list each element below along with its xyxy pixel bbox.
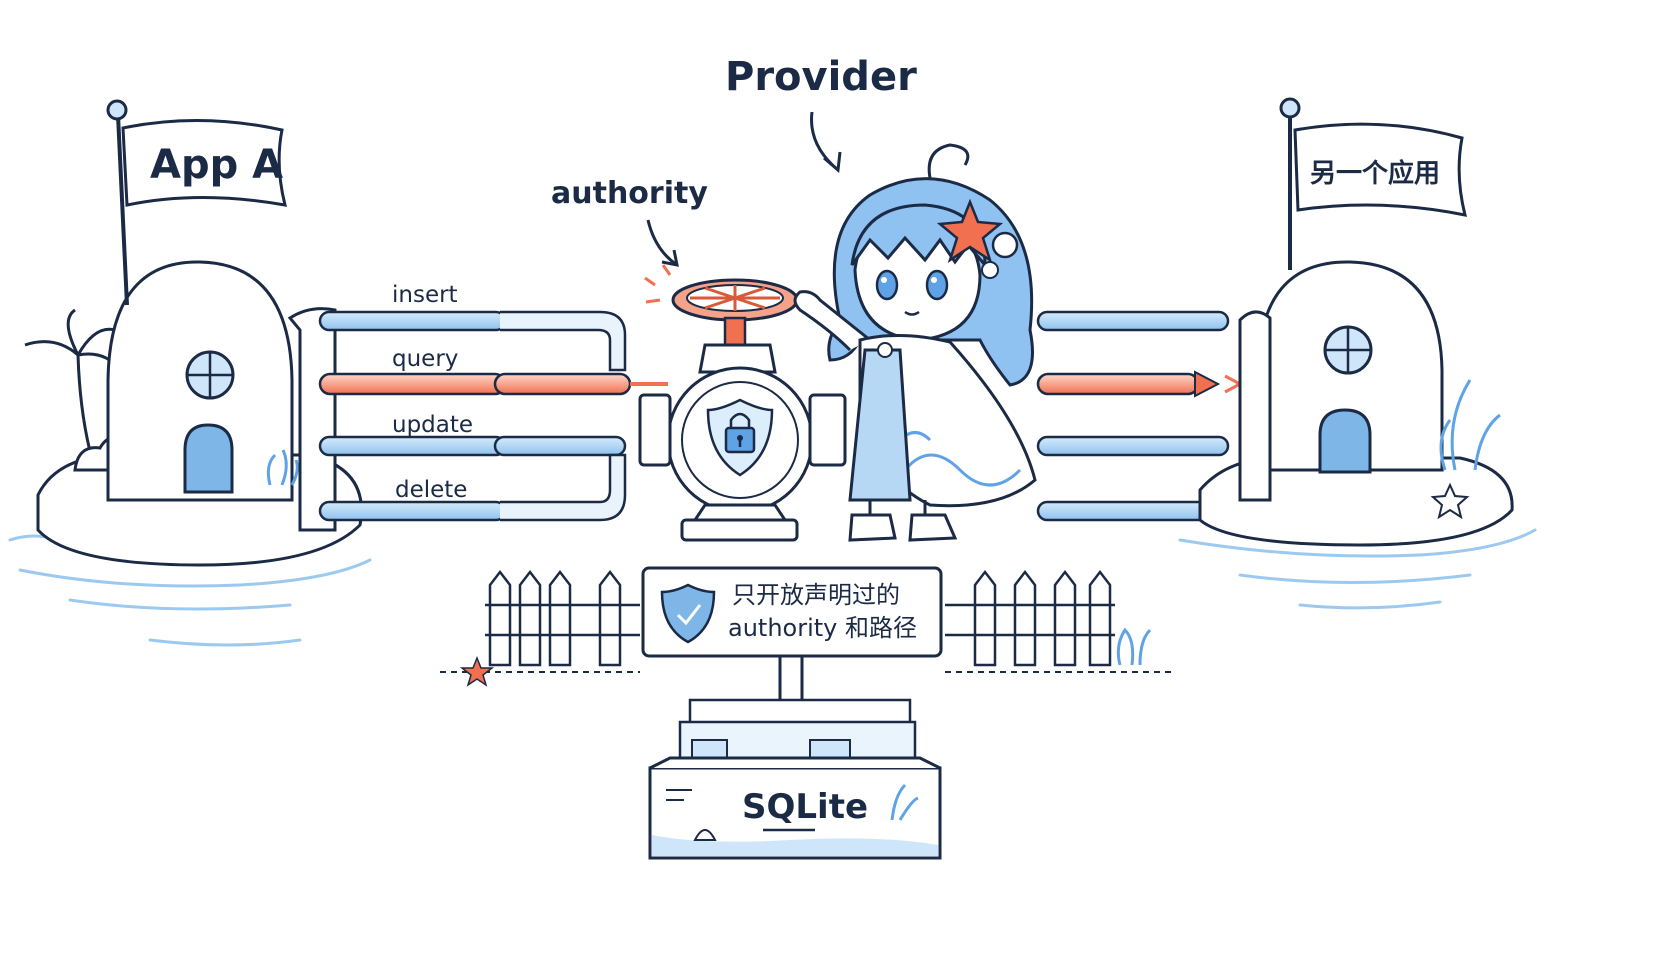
sign-line-1: 只开放声明过的: [732, 581, 900, 609]
door-icon: [185, 425, 232, 492]
other-app-island: 另一个应用: [1180, 99, 1535, 608]
small-starfish-icon: [462, 658, 492, 685]
valve-handwheel-icon: [673, 280, 797, 348]
sqlite-label: SQLite: [742, 787, 868, 827]
sqlite-database: SQLite: [650, 700, 940, 858]
app-a-island: App A: [10, 101, 370, 645]
left-fence: [485, 572, 640, 665]
sign-line-2: authority 和路径: [728, 614, 917, 642]
authority-label: authority: [551, 176, 708, 211]
operation-pipes: insert query update delete: [320, 282, 668, 520]
pipe-update: [320, 437, 625, 455]
provider-label: Provider: [725, 54, 917, 100]
provider-character: [795, 145, 1035, 540]
other-app-label: 另一个应用: [1310, 158, 1440, 189]
app-a-label: App A: [150, 142, 283, 188]
op-insert-label: insert: [392, 282, 458, 308]
authority-arrow-icon: [648, 220, 677, 265]
pipe-query: [320, 374, 668, 394]
op-update-label: update: [392, 412, 473, 438]
pipe-insert: [320, 312, 625, 370]
pipe-delete: [320, 455, 625, 520]
query-flow-arrow-icon: [1195, 372, 1218, 396]
coral-icon: [1118, 630, 1150, 665]
provider-arrow-icon: [812, 112, 840, 170]
op-query-label: query: [392, 346, 458, 372]
policy-sign: 只开放声明过的 authority 和路径: [643, 568, 941, 710]
door-icon: [1320, 410, 1370, 472]
op-delete-label: delete: [395, 477, 467, 503]
right-fence: [945, 572, 1115, 665]
